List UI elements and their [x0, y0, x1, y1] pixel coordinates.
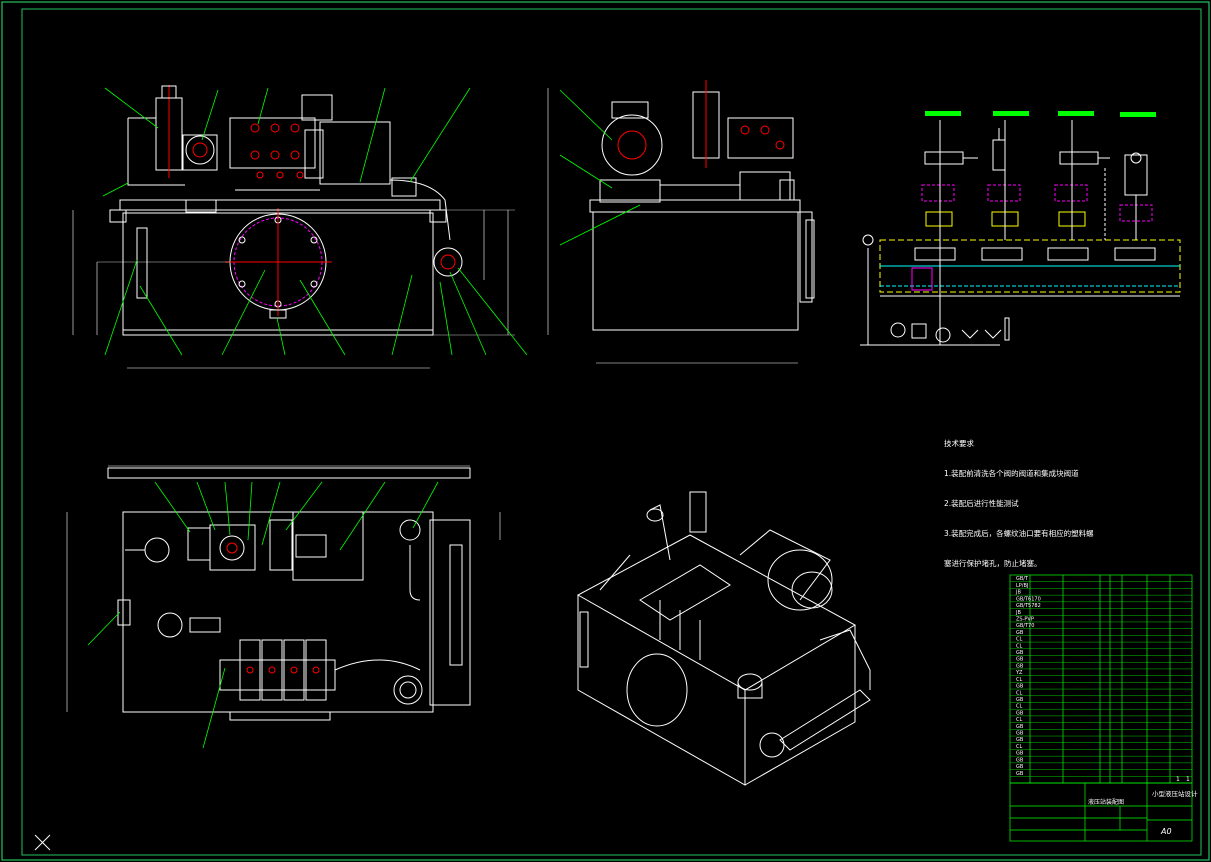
parts-row-code: GB — [1016, 771, 1024, 777]
parts-row-code: GB/T6170 — [1016, 596, 1041, 602]
technical-requirements-heading: 技术要求 — [944, 439, 974, 448]
parts-row-code: JB — [1015, 610, 1021, 616]
parts-row-code: CL — [1016, 717, 1022, 723]
top-view-leaders — [87, 481, 439, 749]
front-view-leaders — [102, 87, 528, 356]
parts-row-code: GB/T5782 — [1016, 603, 1041, 609]
parts-row-code: GB — [1016, 630, 1024, 636]
parts-row-code: GB — [1016, 663, 1024, 669]
parts-row-code: CL — [1016, 744, 1022, 750]
parts-row-code: ZS-PVP — [1016, 616, 1034, 622]
parts-row-code: CL — [1016, 677, 1022, 683]
sheet-mark: 1 — [1176, 776, 1180, 783]
parts-row-code: GB — [1016, 751, 1024, 757]
parts-row-code: CL — [1016, 643, 1022, 649]
inner-frame — [21, 8, 1202, 856]
parts-row-code: GB — [1016, 684, 1024, 690]
parts-row-code: GB — [1016, 737, 1024, 743]
hydraulic-schematic — [860, 111, 1181, 346]
parts-row-code: YZ — [1015, 670, 1023, 676]
drawing-title: 小型液压站设计 — [1152, 790, 1198, 798]
parts-row-code: GB — [1016, 731, 1024, 737]
sheet-size-label: A0 — [1161, 827, 1172, 836]
parts-row-code: CL — [1016, 690, 1022, 696]
technical-requirement-item: 塞进行保护堵孔，防止堵塞。 — [944, 559, 1042, 568]
assembly-name: 液压站装配图 — [1088, 799, 1125, 806]
corner-mark-icon — [34, 834, 51, 851]
parts-row-code: GB/T70 — [1016, 623, 1034, 629]
parts-row-code: GB — [1016, 757, 1024, 763]
parts-row-code: GB/T — [1016, 576, 1029, 582]
technical-requirement-item: 1.装配前清洗各个阀的阀道和集成块阀道 — [944, 469, 1079, 478]
parts-row-code: CL — [1016, 637, 1022, 643]
side-view — [547, 80, 815, 364]
front-view — [72, 85, 515, 369]
isometric-view — [576, 491, 871, 786]
technical-requirements: 技术要求 1.装配前清洗各个阀的阀道和集成块阀道 2.装配后进行性能测试 3.装… — [944, 419, 1094, 579]
technical-requirement-item: 3.装配完成后，各螺纹油口要有相应的塑料螺 — [944, 529, 1094, 538]
parts-row-code: GB — [1016, 724, 1024, 730]
title-block-rows: GB/TLP/BJJBGB/T6170GB/T5782JBZS-PVPGB/T7… — [1010, 576, 1192, 777]
top-view — [66, 465, 501, 721]
parts-row-code: CL — [1016, 704, 1022, 710]
technical-requirement-item: 2.装配后进行性能测试 — [944, 499, 1019, 508]
parts-row-code: GB — [1016, 710, 1024, 716]
parts-row-code: JB — [1015, 590, 1021, 596]
parts-row-code: LP/BJ — [1016, 583, 1028, 589]
side-view-leaders — [559, 89, 641, 246]
sheet-mark: 1 — [1186, 776, 1190, 783]
parts-row-code: GB — [1016, 657, 1024, 663]
title-block — [1009, 574, 1193, 842]
parts-row-code: GB — [1016, 650, 1024, 656]
parts-row-code: GB — [1016, 697, 1024, 703]
parts-row-code: GB — [1016, 764, 1024, 770]
